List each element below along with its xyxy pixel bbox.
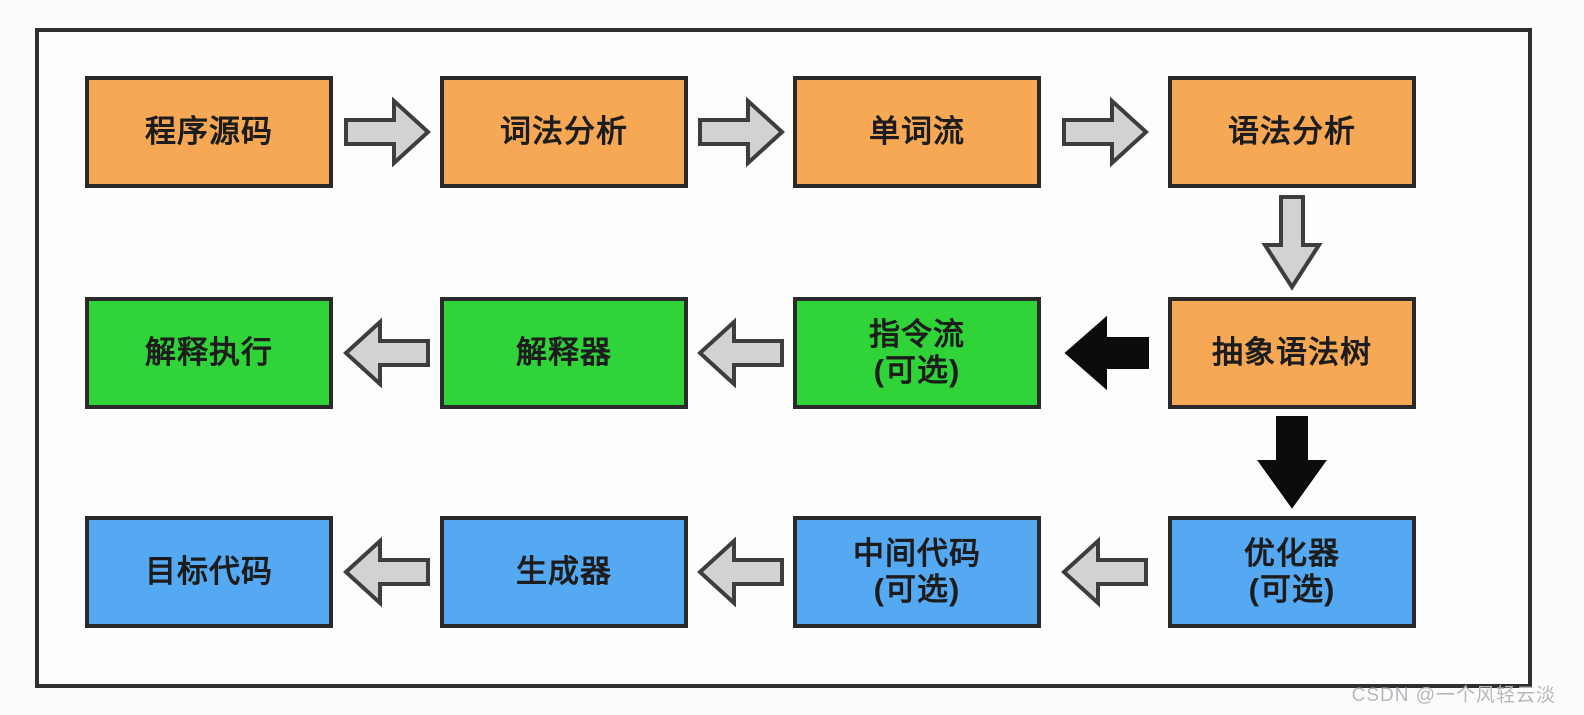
diagram-grid: 程序源码 词法分析 单词流 [85, 76, 1416, 628]
node-lexer: 词法分析 [440, 76, 688, 188]
node-label: 解释执行 [145, 335, 273, 371]
node-intermediate-code: 中间代码 (可选) [793, 516, 1041, 628]
arrow-right-icon [343, 96, 431, 168]
arrow-parser-to-ast [1168, 188, 1416, 297]
csdn-watermark: CSDN @一个风轻云淡 [1351, 685, 1556, 706]
arrow-left-icon [342, 536, 430, 608]
arrow-down-icon [1261, 194, 1323, 291]
node-label: 指令流 [869, 317, 965, 353]
node-label: 词法分析 [500, 114, 628, 150]
node-sublabel: (可选) [873, 353, 961, 388]
arrow-left-icon [696, 317, 784, 389]
arrow-right-icon [697, 96, 785, 168]
arrow-lexer-to-tokens [688, 76, 793, 188]
arrow-left-icon [342, 317, 430, 389]
arrow-left-black-icon [1063, 315, 1149, 391]
arrow-right-icon [1061, 96, 1149, 168]
node-interpret-execute: 解释执行 [85, 297, 333, 409]
arrow-left-icon [1060, 536, 1148, 608]
node-label: 中间代码 [853, 536, 981, 572]
node-label: 抽象语法树 [1212, 335, 1372, 371]
arrow-interpreter-to-execute [333, 297, 440, 409]
arrow-tokens-to-parser [1041, 76, 1168, 188]
node-label: 单词流 [869, 114, 965, 150]
node-generator: 生成器 [440, 516, 688, 628]
node-interpreter: 解释器 [440, 297, 688, 409]
arrow-ast-to-optimizer [1168, 409, 1416, 516]
node-label: 语法分析 [1228, 114, 1356, 150]
arrow-generator-to-target [333, 516, 440, 628]
node-label: 程序源码 [145, 114, 273, 150]
node-optimizer: 优化器 (可选) [1168, 516, 1416, 628]
node-label: 解释器 [516, 335, 612, 371]
diagram-frame: 程序源码 词法分析 单词流 [35, 28, 1532, 688]
node-label: 目标代码 [145, 554, 273, 590]
arrow-ast-to-instructions [1041, 297, 1168, 409]
node-source-code: 程序源码 [85, 76, 333, 188]
arrow-down-black-icon [1257, 415, 1327, 509]
node-token-stream: 单词流 [793, 76, 1041, 188]
arrow-source-to-lexer [333, 76, 440, 188]
arrow-left-icon [696, 536, 784, 608]
node-ast: 抽象语法树 [1168, 297, 1416, 409]
node-sublabel: (可选) [1248, 572, 1336, 607]
node-instruction-stream: 指令流 (可选) [793, 297, 1041, 409]
node-parser: 语法分析 [1168, 76, 1416, 188]
node-target-code: 目标代码 [85, 516, 333, 628]
arrow-instructions-to-interpreter [688, 297, 793, 409]
node-label: 生成器 [516, 554, 612, 590]
node-label: 优化器 [1244, 536, 1340, 572]
arrow-intermediate-to-generator [688, 516, 793, 628]
node-sublabel: (可选) [873, 572, 961, 607]
arrow-optimizer-to-intermediate [1041, 516, 1168, 628]
